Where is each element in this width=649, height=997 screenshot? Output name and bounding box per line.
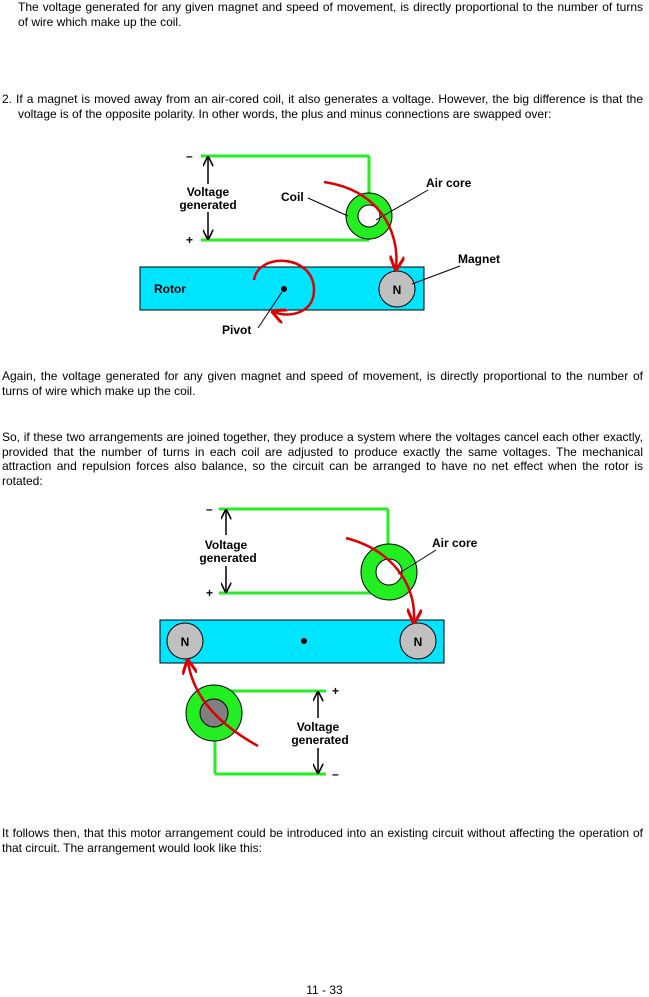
bottom-voltage-label-2: generated bbox=[291, 733, 348, 747]
magnet-right-pole: N bbox=[414, 635, 423, 649]
magnet-motion-arrow bbox=[323, 180, 396, 268]
paragraph-2: 2. If a magnet is moved away from an air… bbox=[2, 92, 643, 121]
air-core bbox=[357, 204, 381, 228]
rotation-arrow bbox=[252, 259, 316, 315]
pivot-dot bbox=[301, 638, 307, 644]
diagram-balanced-coils: – + Voltage generated Air core N N + – V… bbox=[159, 502, 478, 781]
coil-label: Coil bbox=[281, 190, 304, 204]
plus-sign: + bbox=[186, 233, 193, 247]
pivot-dot bbox=[281, 286, 287, 292]
air-core-label: Air core bbox=[426, 176, 472, 190]
bottom-plus-sign: + bbox=[332, 684, 339, 698]
bottom-motion-arrow bbox=[188, 662, 259, 748]
top-motion-arrow bbox=[345, 536, 414, 621]
coil-leader bbox=[307, 197, 349, 217]
pivot-label: Pivot bbox=[222, 323, 251, 337]
air-core-leader bbox=[375, 189, 429, 221]
top-voltage-label-1: Voltage bbox=[205, 538, 248, 552]
top-minus-sign: – bbox=[206, 502, 213, 516]
page-number: 11 - 33 bbox=[306, 983, 343, 997]
bottom-minus-sign: – bbox=[332, 767, 339, 781]
voltage-label-2: generated bbox=[179, 198, 236, 212]
magnet-leader bbox=[411, 265, 461, 285]
magnet-pole: N bbox=[393, 283, 402, 297]
minus-sign: – bbox=[186, 149, 193, 163]
rotor-label: Rotor bbox=[154, 282, 186, 296]
paragraph-5: It follows then, that this motor arrange… bbox=[2, 826, 643, 855]
paragraph-1: The voltage generated for any given magn… bbox=[18, 0, 643, 29]
top-plus-sign: + bbox=[206, 586, 213, 600]
paragraph-3: Again, the voltage generated for any giv… bbox=[2, 369, 643, 398]
air-core-leader bbox=[397, 549, 437, 575]
diagram-magnet-leaving-coil: – + Voltage generated Coil Air core Roto… bbox=[139, 149, 500, 337]
bottom-voltage-label-1: Voltage bbox=[297, 720, 340, 734]
top-voltage-label-2: generated bbox=[199, 551, 256, 565]
voltage-label-1: Voltage bbox=[187, 185, 230, 199]
air-core-label: Air core bbox=[432, 536, 478, 550]
paragraph-4: So, if these two arrangements are joined… bbox=[2, 430, 643, 488]
magnet-label: Magnet bbox=[458, 252, 500, 266]
magnet-left-pole: N bbox=[181, 635, 190, 649]
